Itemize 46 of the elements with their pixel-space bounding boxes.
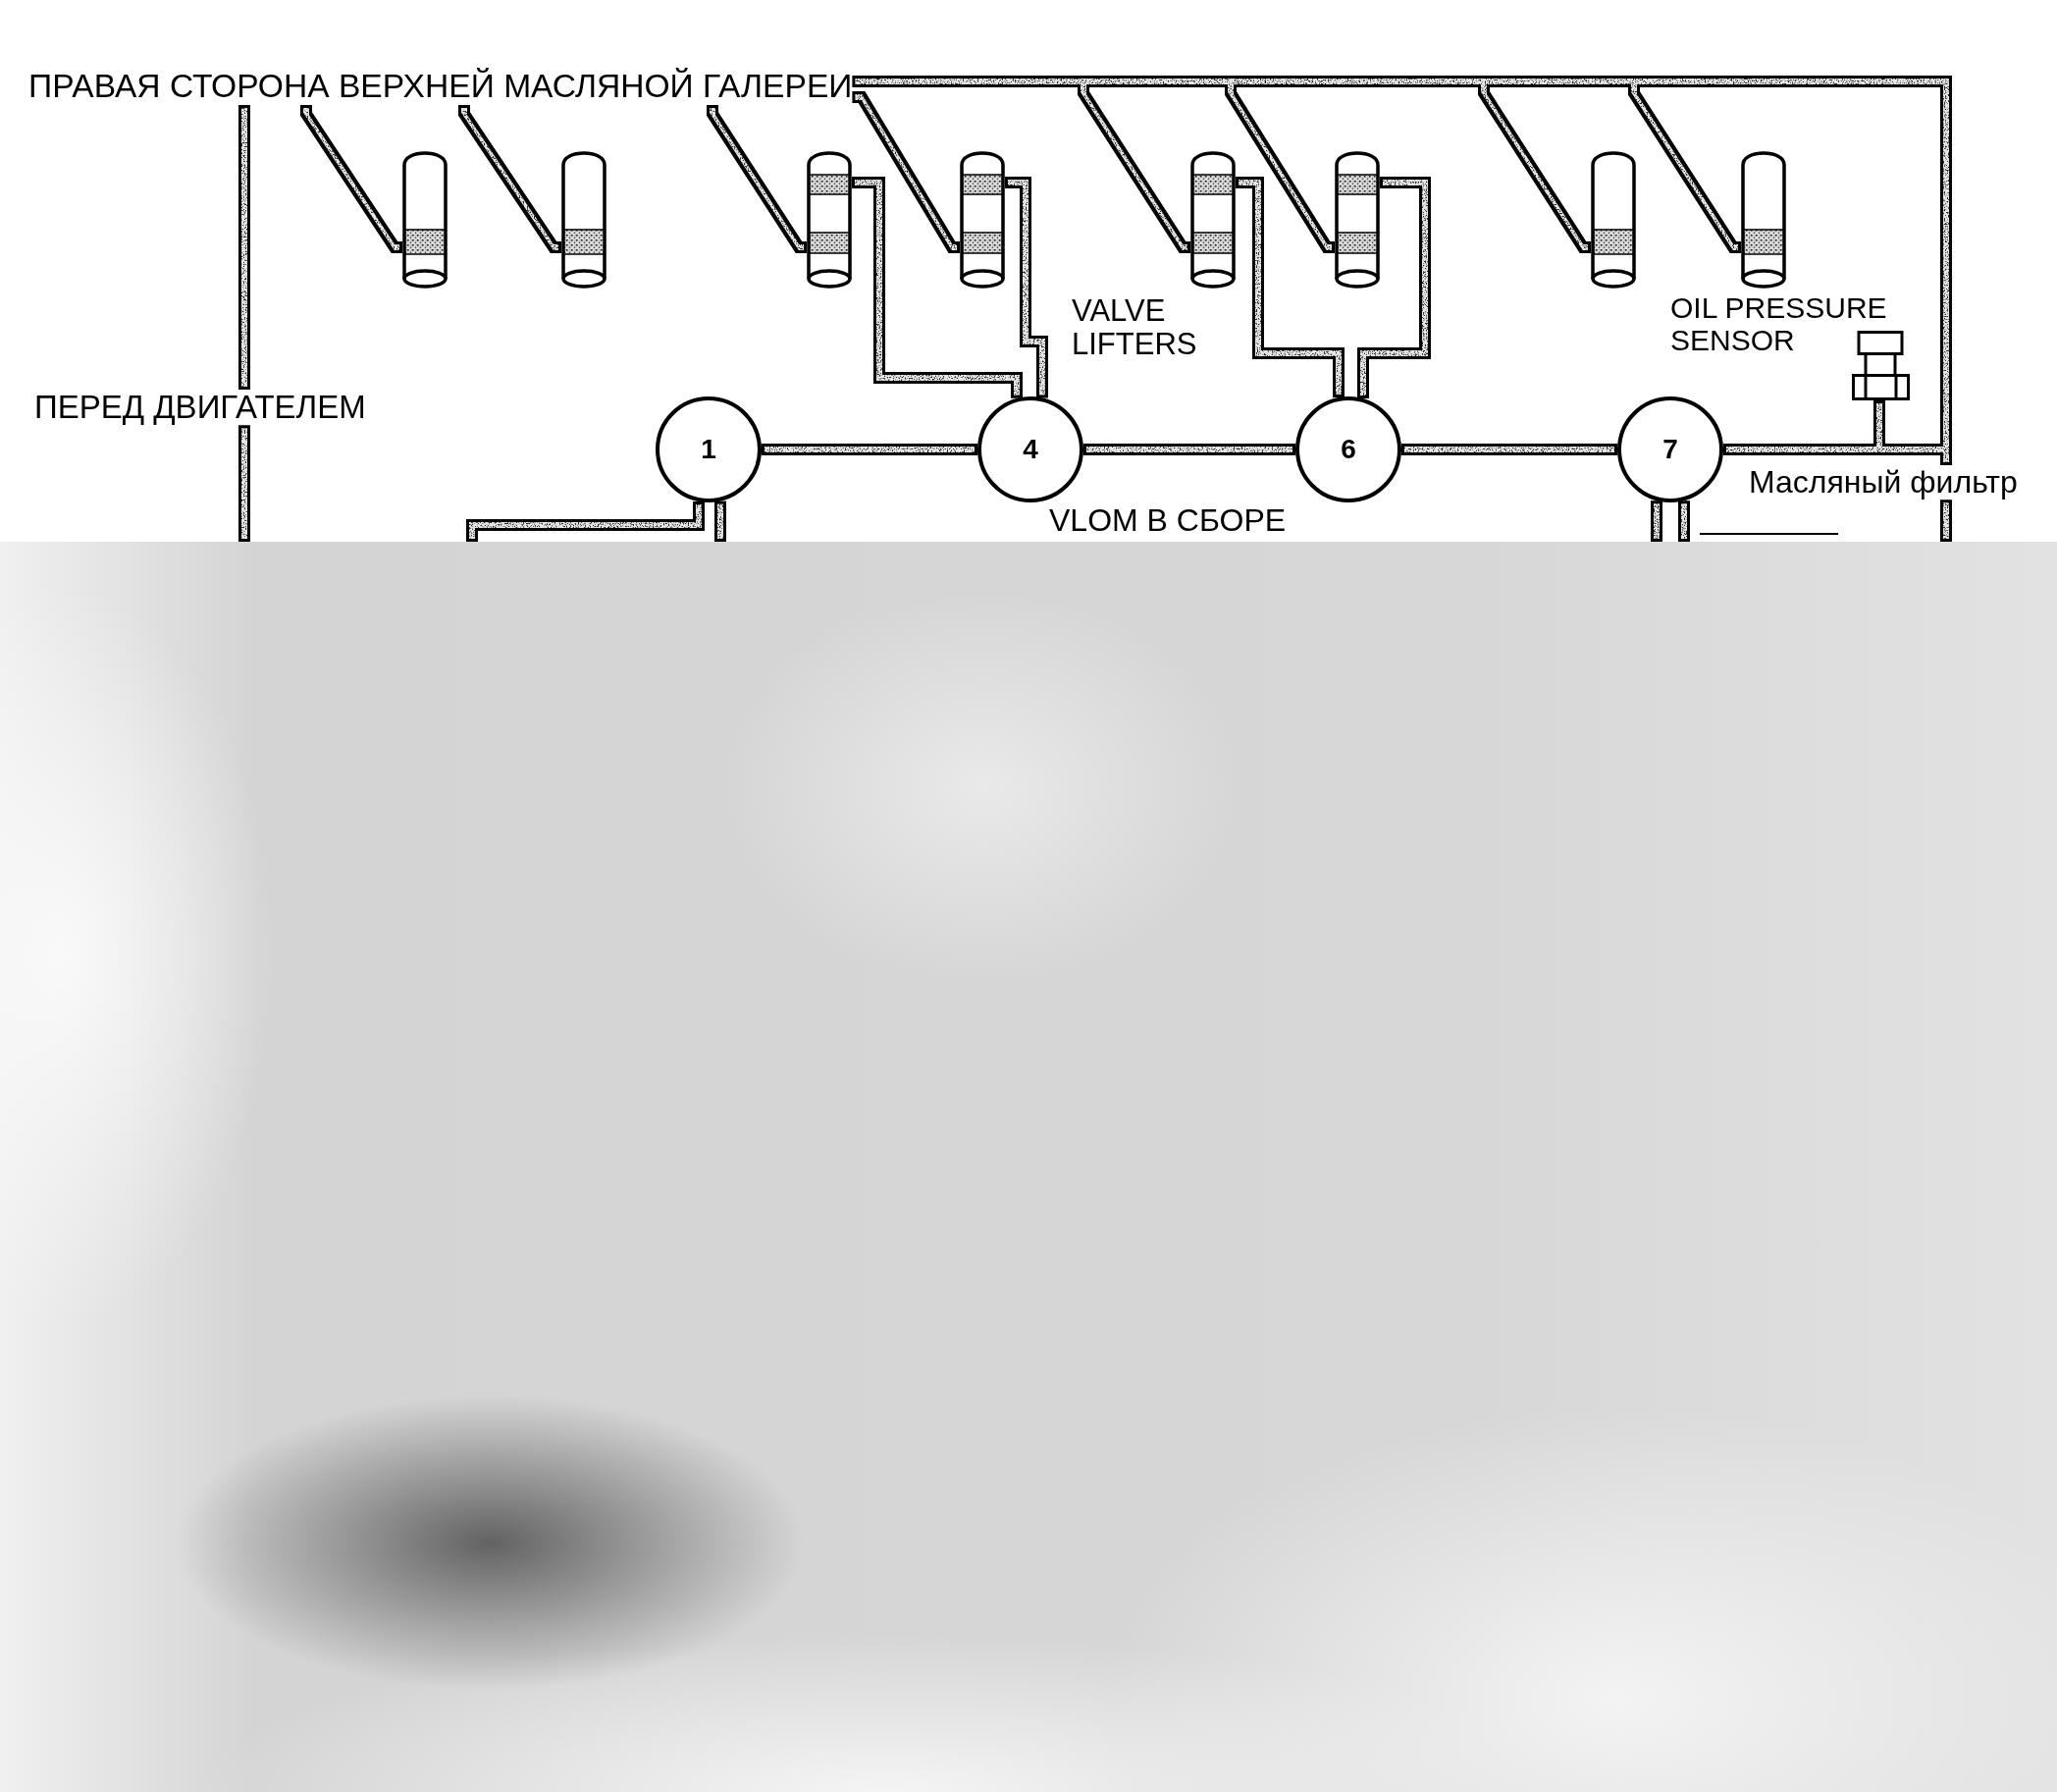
oil-pipe <box>1873 400 1885 444</box>
oil-pipe <box>1401 444 1617 455</box>
valve-lifter <box>807 151 852 289</box>
oil-pipe <box>1225 87 1335 253</box>
oil-pipe <box>1940 444 1952 465</box>
assembly-label: VLOM В СБОРЕ <box>1049 503 1287 539</box>
filter-label: Масляный фильтр <box>1749 465 2018 501</box>
valve-lifter <box>1190 151 1236 289</box>
oil-pipe <box>1478 87 1591 253</box>
oil-pipe <box>762 444 977 455</box>
oil-pipe <box>1873 444 1940 455</box>
oil-pipe <box>238 105 250 390</box>
oil-pipe <box>852 91 960 253</box>
valve-lifter <box>1591 151 1636 289</box>
oil-pipe <box>1628 87 1741 253</box>
valve-lifter <box>1741 151 1786 289</box>
numbered-circle: 6 <box>1295 396 1401 502</box>
oil-pipe <box>852 177 1023 398</box>
oil-pipe <box>714 501 726 542</box>
numbered-circle: 4 <box>977 396 1083 502</box>
oil-pipe <box>707 105 807 253</box>
valve-lifter <box>1335 151 1380 289</box>
oil-pipe <box>1357 177 1431 399</box>
oil-pipe <box>852 76 1952 444</box>
sensor-caption: OIL PRESSURE SENSOR <box>1670 291 1888 356</box>
oil-pipe <box>1940 500 1952 542</box>
numbered-circle: 7 <box>1617 396 1723 502</box>
oil-pipe <box>458 105 561 253</box>
valve-lifter <box>960 151 1005 289</box>
oil-pipe <box>1078 87 1190 253</box>
oil-pipe <box>1723 444 1873 455</box>
oil-pipe <box>1083 444 1295 455</box>
valve-lifter <box>402 151 448 289</box>
lifters-label: VALVE LIFTERS <box>1072 294 1198 362</box>
oil-pipe <box>238 425 250 542</box>
valve-lifter <box>561 151 607 289</box>
sensor-drawing <box>1852 331 1910 400</box>
engine-front-label: ПЕРЕД ДВИГАТЕЛЕМ <box>34 390 366 426</box>
oil-pipe <box>466 501 705 542</box>
oil-pipe <box>1678 501 1690 542</box>
numbered-circle: 1 <box>656 396 762 502</box>
oil-pipe <box>1005 177 1048 398</box>
oil-pipe <box>300 105 402 253</box>
oil-pipe <box>1651 501 1662 542</box>
oil-pipe <box>1236 177 1345 397</box>
gallery-label: ПРАВАЯ СТОРОНА ВЕРХНЕЙ МАСЛЯНОЙ ГАЛЕРЕИ <box>28 69 853 105</box>
